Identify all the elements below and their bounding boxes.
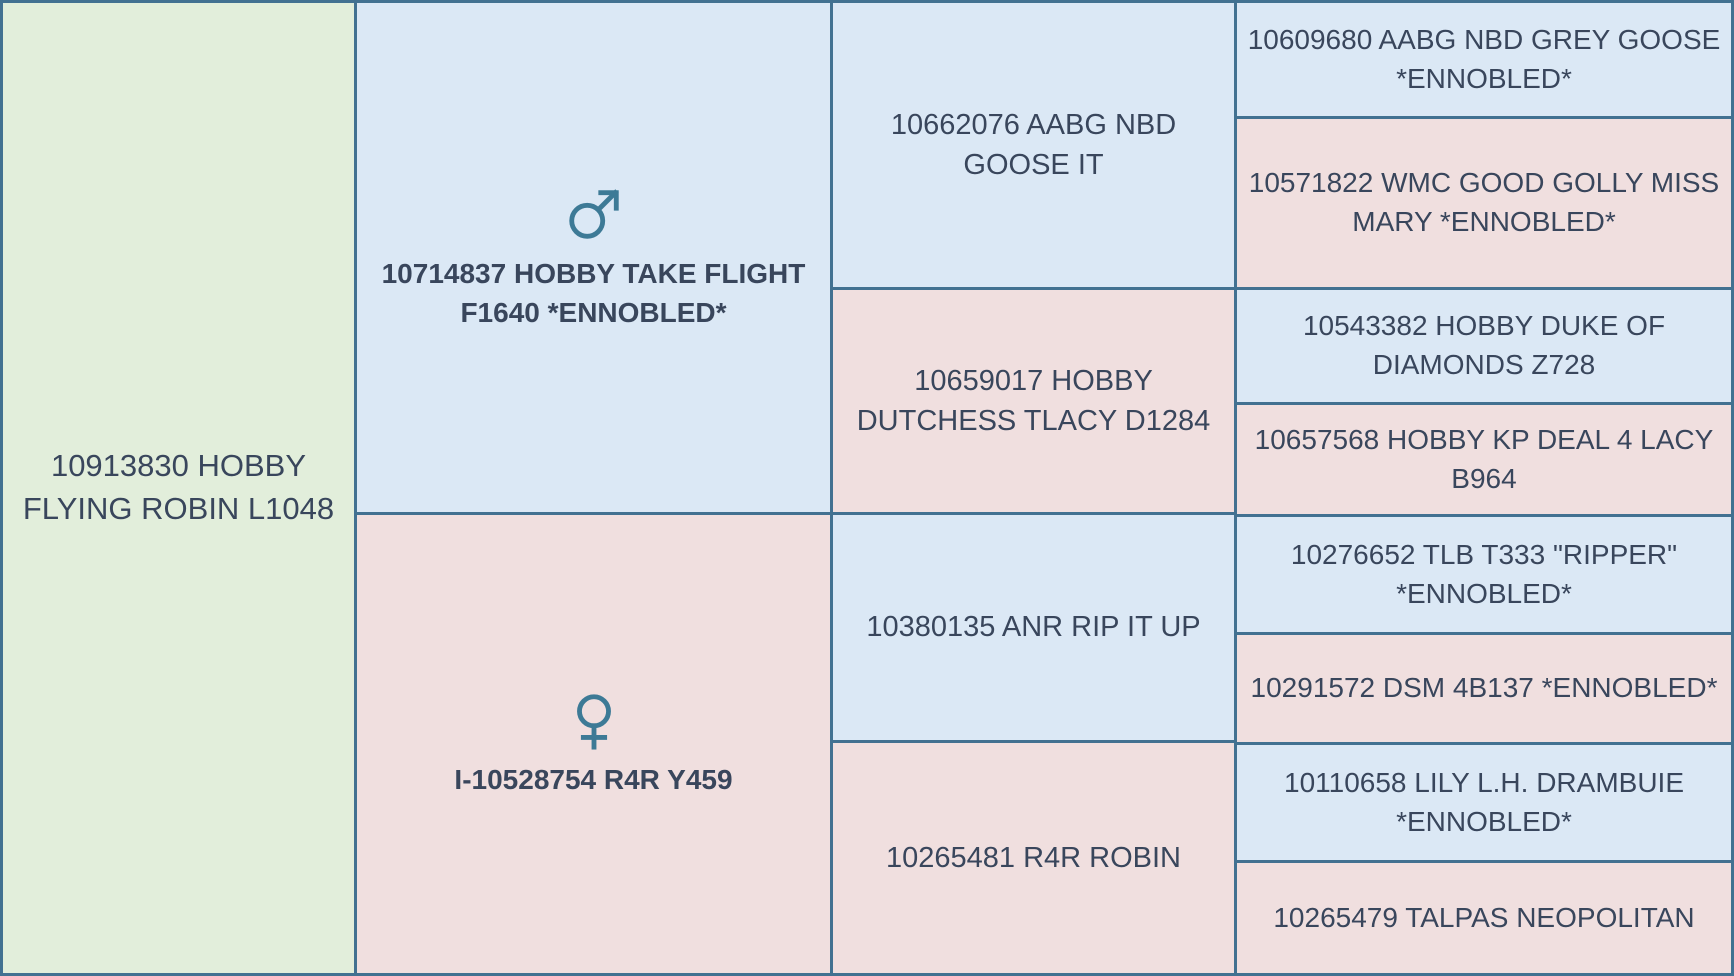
grandparent-2-label: 10659017 HOBBY DUTCHESS TLACY D1284 bbox=[856, 364, 1211, 437]
generation-3-column: 10662076 AABG NBD GOOSE IT 10659017 HOBB… bbox=[833, 0, 1237, 976]
pedigree-cell-great-grandparent-4[interactable]: 10657568 HOBBY KP DEAL 4 LACY B964 bbox=[1237, 405, 1734, 517]
pedigree-cell-great-grandparent-1[interactable]: 10609680 AABG NBD GREY GOOSE *ENNOBLED* bbox=[1237, 0, 1734, 119]
sire-label: 10714837 HOBBY TAKE FLIGHT F1640 *ENNOBL… bbox=[381, 257, 806, 328]
pedigree-cell-grandparent-2[interactable]: 10659017 HOBBY DUTCHESS TLACY D1284 bbox=[833, 290, 1237, 515]
great-grandparent-2-label: 10571822 WMC GOOD GOLLY MISS MARY *ENNOB… bbox=[1248, 167, 1720, 237]
pedigree-cell-great-grandparent-7[interactable]: 10110658 LILY L.H. DRAMBUIE *ENNOBLED* bbox=[1237, 745, 1734, 863]
pedigree-cell-grandparent-4[interactable]: 10265481 R4R ROBIN bbox=[833, 743, 1237, 976]
pedigree-cell-great-grandparent-5[interactable]: 10276652 TLB T333 "RIPPER" *ENNOBLED* bbox=[1237, 517, 1734, 635]
pedigree-cell-grandparent-3[interactable]: 10380135 ANR RIP IT UP bbox=[833, 515, 1237, 743]
great-grandparent-5-label: 10276652 TLB T333 "RIPPER" *ENNOBLED* bbox=[1290, 538, 1678, 609]
generation-1-column: 10913830 HOBBY FLYING ROBIN L1048 bbox=[0, 0, 357, 976]
great-grandparent-7-label: 10110658 LILY L.H. DRAMBUIE *ENNOBLED* bbox=[1284, 766, 1684, 837]
generation-4-column: 10609680 AABG NBD GREY GOOSE *ENNOBLED* … bbox=[1237, 0, 1734, 976]
pedigree-cell-dam[interactable]: I-10528754 R4R Y459 bbox=[357, 515, 833, 976]
mars-icon bbox=[563, 183, 625, 245]
grandparent-1-label: 10662076 AABG NBD GOOSE IT bbox=[890, 108, 1177, 181]
pedigree-cell-grandparent-1[interactable]: 10662076 AABG NBD GOOSE IT bbox=[833, 0, 1237, 290]
great-grandparent-6-label: 10291572 DSM 4B137 *ENNOBLED* bbox=[1250, 672, 1718, 704]
great-grandparent-8-label: 10265479 TALPAS NEOPOLITAN bbox=[1273, 901, 1695, 933]
great-grandparent-4-label: 10657568 HOBBY KP DEAL 4 LACY B964 bbox=[1254, 423, 1714, 494]
pedigree-cell-great-grandparent-3[interactable]: 10543382 HOBBY DUKE OF DIAMONDS Z728 bbox=[1237, 290, 1734, 405]
grandparent-4-label: 10265481 R4R ROBIN bbox=[886, 841, 1181, 874]
pedigree-cell-great-grandparent-6[interactable]: 10291572 DSM 4B137 *ENNOBLED* bbox=[1237, 635, 1734, 745]
venus-icon bbox=[563, 689, 625, 751]
generation-2-column: 10714837 HOBBY TAKE FLIGHT F1640 *ENNOBL… bbox=[357, 0, 833, 976]
dam-label: I-10528754 R4R Y459 bbox=[454, 763, 733, 795]
pedigree-cell-subject[interactable]: 10913830 HOBBY FLYING ROBIN L1048 bbox=[0, 0, 357, 976]
pedigree-cell-sire[interactable]: 10714837 HOBBY TAKE FLIGHT F1640 *ENNOBL… bbox=[357, 0, 833, 515]
grandparent-3-label: 10380135 ANR RIP IT UP bbox=[866, 611, 1201, 644]
pedigree-cell-great-grandparent-8[interactable]: 10265479 TALPAS NEOPOLITAN bbox=[1237, 863, 1734, 976]
great-grandparent-3-label: 10543382 HOBBY DUKE OF DIAMONDS Z728 bbox=[1302, 310, 1666, 380]
great-grandparent-1-label: 10609680 AABG NBD GREY GOOSE *ENNOBLED* bbox=[1247, 23, 1721, 94]
subject-label: 10913830 HOBBY FLYING ROBIN L1048 bbox=[22, 448, 335, 526]
pedigree-cell-great-grandparent-2[interactable]: 10571822 WMC GOOD GOLLY MISS MARY *ENNOB… bbox=[1237, 119, 1734, 290]
